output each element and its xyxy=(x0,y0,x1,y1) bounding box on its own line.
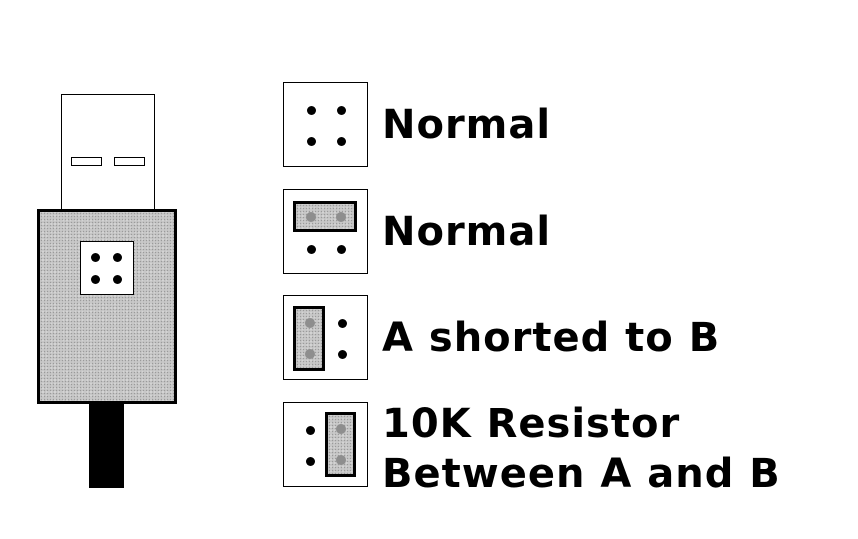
pin xyxy=(338,319,347,328)
usb-plug xyxy=(61,94,155,210)
capped-pin xyxy=(305,349,315,359)
capped-pin xyxy=(305,318,315,328)
legend-label-normal-2: Normal xyxy=(382,209,552,255)
legend-label-10k-resistor: 10K Resistor xyxy=(382,401,681,447)
pin xyxy=(307,106,316,115)
header-pin xyxy=(91,253,100,262)
usb-plug-slot-left xyxy=(71,157,102,166)
pin xyxy=(307,137,316,146)
pin xyxy=(307,245,316,254)
header-pin xyxy=(113,253,122,262)
capped-pin xyxy=(336,212,346,222)
pin xyxy=(337,137,346,146)
jumper-diagram-none xyxy=(283,82,368,167)
jumper-cap xyxy=(325,412,356,477)
usb-body xyxy=(37,209,177,404)
jumper-cap xyxy=(293,201,357,232)
pin xyxy=(337,106,346,115)
usb-pin-header xyxy=(80,241,134,295)
capped-pin xyxy=(336,424,346,434)
pin xyxy=(306,457,315,466)
pin xyxy=(337,245,346,254)
legend-label-between-a-and-b: Between A and B xyxy=(382,451,781,497)
jumper-cap xyxy=(293,306,325,371)
jumper-diagram-top-row xyxy=(283,189,368,274)
jumper-diagram-right-column xyxy=(283,402,368,487)
capped-pin xyxy=(336,455,346,465)
pin xyxy=(338,350,347,359)
capped-pin xyxy=(306,212,316,222)
usb-cable xyxy=(89,404,124,488)
header-pin xyxy=(113,275,122,284)
legend-label-normal-1: Normal xyxy=(382,102,552,148)
header-pin xyxy=(91,275,100,284)
legend-label-a-shorted-to-b: A shorted to B xyxy=(382,315,721,361)
jumper-diagram-left-column xyxy=(283,295,368,380)
usb-plug-slot-right xyxy=(114,157,145,166)
pin xyxy=(306,426,315,435)
